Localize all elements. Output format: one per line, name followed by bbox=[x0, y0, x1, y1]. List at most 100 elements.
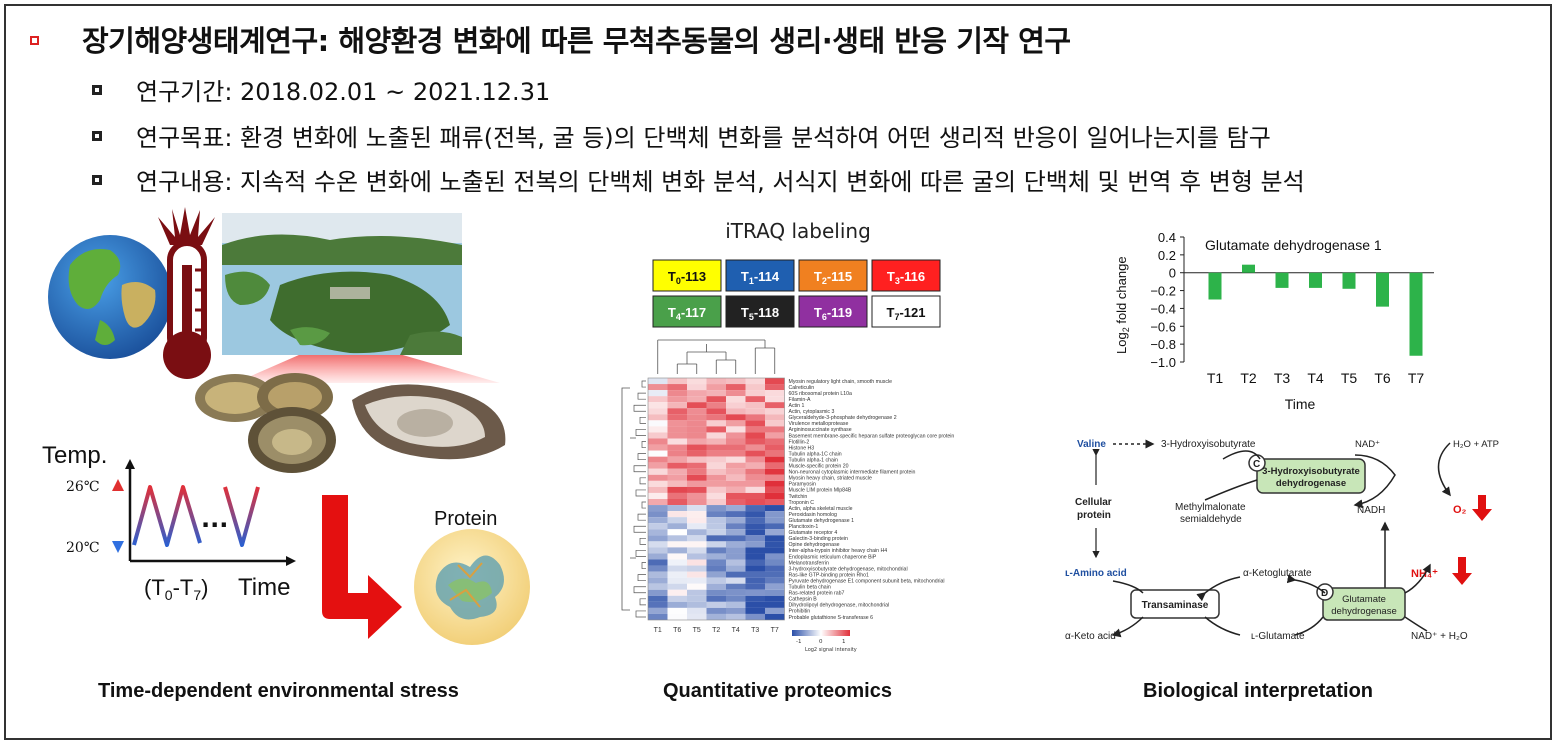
heatmap-row-label: Plancitoxin-1 bbox=[789, 524, 819, 530]
heatmap-cell bbox=[667, 384, 687, 391]
heatmap-row-label: Ras-like GTP-binding protein Rho1 bbox=[789, 572, 870, 578]
heatmap-cell bbox=[648, 390, 668, 397]
heatmap-cell bbox=[687, 553, 707, 560]
heatmap-cell bbox=[765, 432, 785, 439]
heatmap-cell bbox=[745, 553, 765, 560]
heatmap-cell bbox=[726, 408, 746, 415]
heatmap-cell bbox=[648, 378, 668, 385]
heatmap-cell bbox=[726, 529, 746, 536]
heatmap-cell bbox=[706, 499, 726, 506]
thermometer-icon bbox=[158, 207, 215, 379]
heatmap-cell bbox=[687, 474, 707, 481]
heatmap-cell bbox=[648, 553, 668, 560]
heatmap-cell bbox=[706, 547, 726, 554]
proteomics-caption: Quantitative proteomics bbox=[663, 680, 892, 702]
heatmap-cell bbox=[745, 535, 765, 542]
heatmap-cell bbox=[706, 420, 726, 427]
protein-structure-icon bbox=[414, 529, 530, 645]
heatmap-cell bbox=[667, 553, 687, 560]
heatmap-cell bbox=[765, 595, 785, 602]
abalone-shell-photo bbox=[195, 373, 336, 473]
glutamate-label: ʟ-Glutamate bbox=[1251, 631, 1305, 642]
heatmap-row-labels: Myosin regulatory light chain, smooth mu… bbox=[789, 379, 955, 621]
itraq-label-box bbox=[725, 295, 795, 328]
heatmap-cell bbox=[706, 384, 726, 391]
heatmap-cell bbox=[687, 486, 707, 493]
heatmap-cell bbox=[706, 378, 726, 385]
bullet-goal: 연구목표: 환경 변화에 노출된 패류(전복, 굴 등)의 단백체 변화를 분석… bbox=[92, 118, 1271, 153]
heatmap-cell bbox=[726, 547, 746, 554]
heatmap-cell bbox=[745, 462, 765, 469]
heatmap-cell bbox=[648, 414, 668, 421]
heatmap-cell bbox=[745, 523, 765, 530]
heatmap-cell bbox=[765, 601, 785, 608]
heatmap-cell bbox=[765, 402, 785, 409]
o2-label: O₂ bbox=[1453, 504, 1467, 516]
itraq-label-box bbox=[725, 259, 795, 292]
y-tick-label: 0 bbox=[1169, 266, 1176, 281]
heatmap-cell bbox=[765, 541, 785, 548]
earth-globe-icon bbox=[48, 235, 172, 359]
heatmap-cell bbox=[765, 583, 785, 590]
heatmap-cell bbox=[765, 414, 785, 421]
heatmap-cell bbox=[745, 444, 765, 451]
heatmap-row-label: Probable glutathione S-transferase 6 bbox=[789, 615, 874, 621]
heatmap-cell bbox=[687, 565, 707, 572]
heatmap-row-label: Ras-related protein rab7 bbox=[789, 591, 845, 597]
x-tick-label: T5 bbox=[1341, 370, 1358, 386]
heatmap-cell bbox=[726, 486, 746, 493]
x-tick-label: T3 bbox=[1274, 370, 1291, 386]
heatmap-cell bbox=[706, 480, 726, 487]
itraq-label-box bbox=[871, 259, 941, 292]
heatmap-cell bbox=[726, 384, 746, 391]
heatmap-cell bbox=[745, 432, 765, 439]
heatmap-cell bbox=[648, 486, 668, 493]
heatmap-cell bbox=[648, 583, 668, 590]
x-tick-label: T2 bbox=[1240, 370, 1257, 386]
heatmap-cell bbox=[726, 499, 746, 506]
heatmap-cell bbox=[667, 396, 687, 403]
heatmap-cell bbox=[706, 390, 726, 397]
heatmap-cell bbox=[726, 462, 746, 469]
heatmap-cell bbox=[745, 571, 765, 578]
heatmap-cell bbox=[648, 517, 668, 524]
heatmap-cell bbox=[706, 511, 726, 518]
heatmap-cell bbox=[765, 420, 785, 427]
heatmap-cell bbox=[667, 613, 687, 620]
nadh-label: NADH bbox=[1357, 505, 1385, 516]
red-beam bbox=[235, 337, 500, 383]
heatmap-cell bbox=[726, 553, 746, 560]
heatmap-cell bbox=[745, 577, 765, 584]
heatmap-cell bbox=[687, 505, 707, 512]
bullet-text: 연구목표: 환경 변화에 노출된 패류(전복, 굴 등)의 단백체 변화를 분석… bbox=[136, 124, 1271, 152]
heatmap-row-label: Peroxidasin homolog bbox=[789, 512, 838, 518]
chart-y-axis: 0.40.20−0.2−0.4−0.6−0.8−1.0 bbox=[1150, 230, 1434, 370]
heatmap-column-dendrogram bbox=[657, 339, 776, 374]
heatmap-cell bbox=[745, 450, 765, 457]
heatmap-cell bbox=[765, 571, 785, 578]
heatmap-cell bbox=[765, 462, 785, 469]
heatmap-cell bbox=[648, 499, 668, 506]
heatmap-cell bbox=[687, 438, 707, 445]
heatmap-cell bbox=[726, 517, 746, 524]
heatmap-cell bbox=[667, 583, 687, 590]
heatmap-row-label: Filamin-A bbox=[789, 397, 811, 403]
x-tick-label: T4 bbox=[1307, 370, 1324, 386]
heatmap-cell bbox=[648, 480, 668, 487]
heatmap-cell bbox=[765, 456, 785, 463]
heatmap-cell bbox=[726, 511, 746, 518]
heatmap-row-label: Cathepsin B bbox=[789, 597, 818, 603]
heatmap-cell bbox=[726, 378, 746, 385]
heatmap-cell bbox=[765, 523, 785, 530]
heatmap-row-label: 60S ribosomal protein L10a bbox=[789, 391, 853, 397]
heatmap-cell bbox=[765, 390, 785, 397]
heatmap-cell bbox=[726, 432, 746, 439]
heatmap-cell bbox=[706, 408, 726, 415]
hib-label: 3-Hydroxyisobutyrate bbox=[1161, 439, 1256, 450]
heatmap-column-label: T6 bbox=[673, 627, 681, 634]
y-tick-label: 0.2 bbox=[1158, 248, 1176, 263]
heatmap-cell bbox=[648, 492, 668, 499]
heatmap-cell bbox=[667, 499, 687, 506]
